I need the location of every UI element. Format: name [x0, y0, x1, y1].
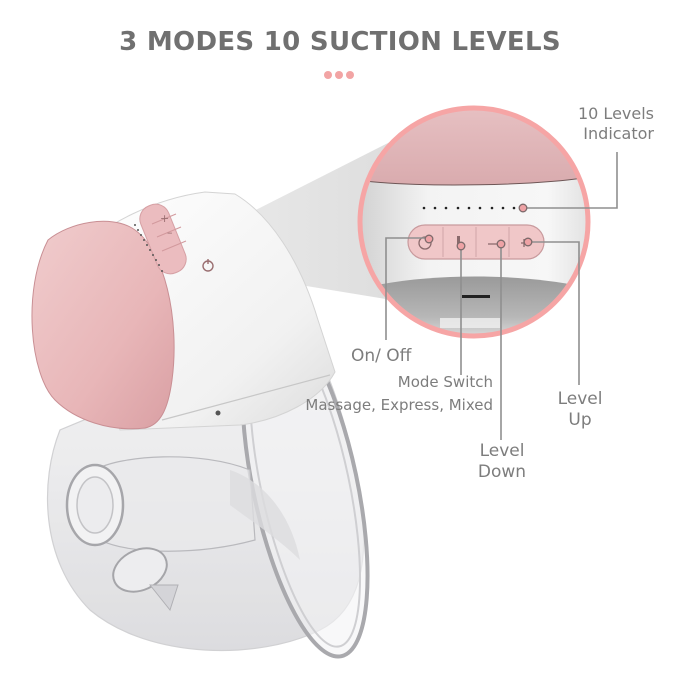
dot-icon: [346, 71, 354, 79]
dot-icon: [324, 71, 332, 79]
label-on-off: On/ Off: [351, 346, 412, 366]
label-mode-switch: Mode Switch: [397, 373, 493, 391]
callout-anchors: [424, 203, 533, 251]
device-level-dots: [134, 224, 163, 272]
svg-text:–: –: [167, 226, 173, 239]
dot-icon: [335, 71, 343, 79]
page-title: 3 MODES 10 SUCTION LEVELS: [119, 27, 561, 57]
label-mode-switch-sub: Massage, Express, Mixed: [305, 396, 493, 414]
callout-lines: [385, 152, 618, 440]
motor-unit: + –: [31, 191, 336, 431]
label-level-down: Level Down: [477, 441, 527, 482]
device-control-panel: + –: [139, 203, 214, 275]
svg-text:+: +: [160, 212, 169, 225]
label-levels-indicator: 10 Levels Indicator: [577, 104, 654, 143]
title-dots-decoration: [324, 71, 354, 79]
zoom-ring: [357, 105, 591, 339]
label-level-up: Level Up: [557, 389, 603, 430]
zoom-level-dots: [422, 206, 516, 210]
